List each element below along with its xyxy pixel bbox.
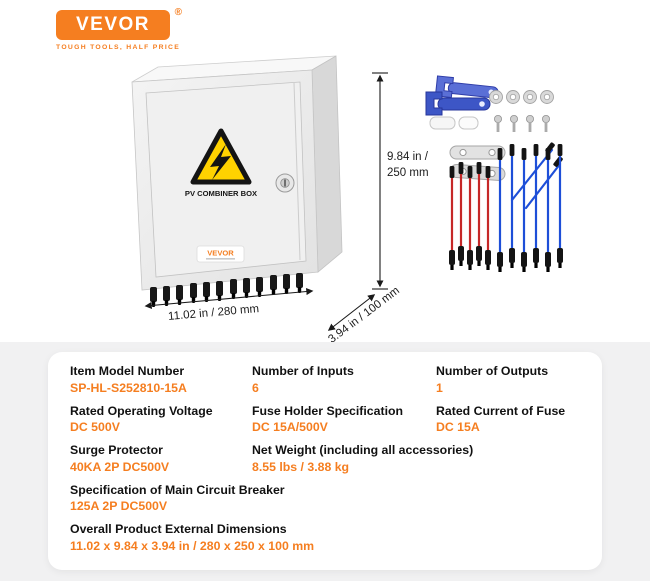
spec-label: Rated Current of Fuse	[436, 403, 566, 418]
lightning-bolt-icon	[210, 144, 231, 180]
spec-card: Item Model Number SP-HL-S252810-15A Numb…	[48, 352, 602, 570]
spec-value: DC 15A	[436, 420, 480, 435]
height-dimension-label: 9.84 in / 250 mm	[387, 150, 429, 181]
spec-label: Net Weight (including all accessories)	[252, 443, 474, 458]
spec-label: Rated Operating Voltage	[70, 403, 213, 418]
warning-sticker-text: PV COMBINER BOX	[185, 189, 257, 198]
spec-number-of-inputs: Number of Inputs 6	[252, 364, 436, 396]
warning-sticker: PV COMBINER BOX	[185, 128, 257, 198]
spec-fuse-holder-specification: Fuse Holder Specification DC 15A/500V	[252, 403, 436, 436]
depth-arrow	[327, 294, 376, 331]
spec-rated-operating-voltage: Rated Operating Voltage DC 500V	[70, 403, 252, 436]
spec-label: Number of Outputs	[436, 364, 549, 378]
height-value-line2: 250 mm	[387, 166, 429, 179]
spec-label: Overall Product External Dimensions	[70, 522, 287, 537]
spec-value: DC 500V	[70, 420, 120, 435]
combiner-box: PV COMBINER BOX VEVOR	[131, 55, 343, 307]
registered-mark: ®	[174, 7, 182, 18]
accessories	[425, 75, 563, 272]
logo-text: VEVOR	[75, 14, 151, 35]
spec-label: Number of Inputs	[252, 364, 354, 378]
spec-value: 40KA 2P DC500V	[70, 459, 170, 474]
spec-value: 11.02 x 9.84 x 3.94 in / 280 x 250 x 100…	[70, 538, 315, 553]
mounting-brackets	[449, 145, 506, 181]
spec-label: Surge Protector	[70, 443, 163, 458]
white-connectors	[429, 116, 479, 130]
blue-pv-cables	[497, 144, 563, 272]
spec-value: 1	[436, 380, 443, 395]
spec-surge-protector: Surge Protector 40KA 2P DC500V	[70, 443, 252, 475]
spec-section: Item Model Number SP-HL-S252810-15A Numb…	[0, 342, 650, 581]
brand-logo: VEVOR ® TOUGH TOOLS, HALF PRICE	[56, 7, 182, 51]
width-arrow	[144, 287, 314, 310]
spec-value: 6	[252, 380, 259, 395]
door-brand-text: VEVOR	[207, 249, 234, 258]
height-value-line1: 9.84 in /	[387, 151, 428, 163]
product-illustration: PV COMBINER BOX VEVOR	[131, 55, 563, 331]
spec-rated-current-of-fuse: Rated Current of Fuse DC 15A	[436, 403, 580, 436]
mc4-wrench-icon	[425, 75, 499, 116]
spec-label: Item Model Number	[70, 364, 185, 378]
dimension-arrows	[144, 72, 388, 331]
spec-net-weight: Net Weight (including all accessories) 8…	[252, 443, 580, 475]
spec-value: SP-HL-S252810-15A	[70, 380, 187, 395]
door-lock	[275, 173, 295, 193]
spec-item-model-number: Item Model Number SP-HL-S252810-15A	[70, 364, 252, 396]
door-brand-label: VEVOR	[196, 245, 245, 263]
vevor-logo: VEVOR	[56, 10, 170, 40]
screws	[493, 114, 551, 133]
spec-overall-dimensions: Overall Product External Dimensions 11.0…	[70, 522, 580, 554]
spec-value: 125A 2P DC500V	[70, 499, 168, 514]
spec-number-of-outputs: Number of Outputs 1	[436, 364, 580, 396]
washers	[489, 90, 554, 104]
spec-main-circuit-breaker: Specification of Main Circuit Breaker 12…	[70, 482, 580, 515]
spec-value: 8.55 lbs / 3.88 kg	[252, 459, 350, 474]
spec-label: Specification of Main Circuit Breaker	[70, 482, 285, 497]
spec-label: Fuse Holder Specification	[252, 403, 404, 418]
spec-value: DC 15A/500V	[252, 420, 328, 435]
brand-tagline: TOUGH TOOLS, HALF PRICE	[56, 44, 181, 51]
